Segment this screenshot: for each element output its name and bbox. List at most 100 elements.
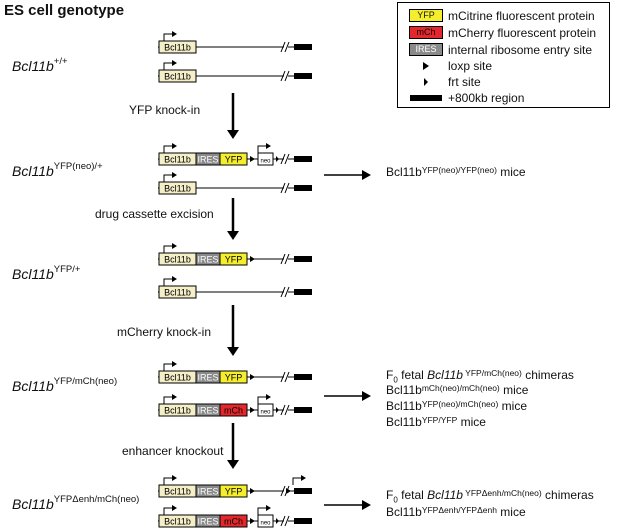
neo-box: neo (257, 403, 274, 417)
genotype-label: Bcl11b+/+ (12, 56, 68, 74)
yfp-box: YFP (219, 370, 248, 384)
legend-item-ires: IRES internal ribosome entry site (398, 41, 608, 59)
svg-text:Bcl11b: Bcl11b (164, 487, 191, 497)
svg-text:mCh: mCh (224, 406, 243, 416)
neo-box: neo (257, 514, 274, 528)
region-block (294, 73, 312, 79)
loxp-site (250, 374, 255, 380)
ires-swatch: IRES (409, 43, 443, 56)
result-arrow-head (362, 170, 371, 180)
promoter-arrow (163, 62, 173, 70)
loxp-icon (423, 62, 429, 70)
bcl11b-box: Bcl11b (158, 514, 197, 528)
promoter-arrow (163, 245, 173, 253)
svg-text:IRES: IRES (197, 406, 218, 416)
mch-box: mCh (219, 403, 248, 417)
svg-text:YFP: YFP (225, 373, 243, 383)
promoter-arrow-head (172, 361, 177, 367)
svg-text:Bcl11b: Bcl11b (164, 255, 191, 265)
region-block (294, 44, 312, 50)
step-arrow-head (227, 231, 239, 240)
neo-promoter-arrow (257, 507, 267, 515)
break-mark (284, 182, 290, 194)
outcome-text: Bcl11bYFP/YFP mice (386, 415, 486, 429)
neo-promoter-arrow (257, 396, 267, 404)
promoter-arrow-head (172, 143, 177, 149)
break-mark (280, 404, 286, 416)
break-mark (280, 153, 286, 165)
region-block (294, 289, 312, 295)
promoter-arrow (163, 396, 173, 404)
svg-text:neo: neo (260, 410, 271, 416)
outcome-text: F0 fetal Bcl11b YFPΔenh/mCh(neo) chimera… (386, 488, 594, 505)
result-arrow-head (362, 391, 371, 401)
svg-text:YFP: YFP (225, 255, 243, 265)
region-block (294, 374, 312, 380)
ires-box: IRES (195, 484, 221, 498)
promoter-arrow-head (172, 276, 177, 282)
bcl11b-box: Bcl11b (158, 152, 197, 166)
neo-promoter-arrow-head (266, 394, 271, 400)
region-block (294, 256, 312, 262)
bcl11b-box: Bcl11b (158, 40, 197, 54)
outcome-text: Bcl11bYFPΔenh/YFPΔenh mice (386, 505, 526, 519)
break-mark (284, 515, 290, 527)
promoter-arrow (163, 33, 173, 41)
svg-text:neo: neo (260, 159, 271, 165)
region-block (294, 185, 312, 191)
promoter-arrow (163, 174, 173, 182)
svg-text:Bcl11b: Bcl11b (164, 155, 191, 165)
break-mark (284, 286, 290, 298)
legend-item-loxp: loxp site (398, 57, 608, 75)
ires-box: IRES (195, 152, 221, 166)
promoter-arrow-head (172, 394, 177, 400)
neo-promoter-arrow-head (266, 143, 271, 149)
svg-text:YFP: YFP (225, 487, 243, 497)
promoter-arrow-head (172, 60, 177, 66)
promoter-arrow-head (172, 172, 177, 178)
step-label: enhancer knockout (122, 444, 224, 458)
step-arrow-head (227, 460, 239, 469)
region-block (294, 518, 312, 524)
svg-text:neo: neo (260, 521, 271, 527)
ires-box: IRES (195, 514, 221, 528)
legend-item-yfp: YFP mCitrine fluorescent protein (398, 7, 608, 25)
svg-text:YFP: YFP (225, 155, 243, 165)
neo-box: neo (257, 152, 274, 166)
break-mark (284, 371, 290, 383)
region-block (294, 156, 312, 162)
legend-item-mch: mCh mCherry fluorescent protein (398, 24, 608, 42)
mch-box: mCh (219, 514, 248, 528)
loxp-site (250, 488, 255, 494)
frt-icon (424, 78, 428, 86)
svg-text:Bcl11b: Bcl11b (164, 517, 191, 527)
step-label: mCherry knock-in (117, 325, 212, 339)
yfp-swatch: YFP (409, 9, 443, 22)
promoter-arrow-head (172, 475, 177, 481)
break-mark (284, 253, 290, 265)
break-mark (284, 70, 290, 82)
frt-site (276, 407, 279, 413)
break-mark (284, 41, 290, 53)
svg-text:mCh: mCh (224, 517, 243, 527)
promoter-arrow (163, 507, 173, 515)
promoter-arrow-head (172, 505, 177, 511)
region-icon (410, 95, 442, 101)
bcl11b-box: Bcl11b (158, 285, 197, 299)
svg-text:IRES: IRES (197, 255, 218, 265)
bcl11b-box: Bcl11b (158, 403, 197, 417)
neo-promoter-arrow (257, 145, 267, 153)
loxp-site (250, 407, 255, 413)
loxp-site (250, 156, 255, 162)
genotype-label: Bcl11bYFPΔenh/mCh(neo) (12, 494, 140, 512)
neo-promoter-arrow (292, 477, 302, 485)
svg-text:Bcl11b: Bcl11b (164, 184, 191, 194)
outcome-text: F0 fetal Bcl11b YFP/mCh(neo) chimeras (386, 368, 574, 385)
svg-text:Bcl11b: Bcl11b (164, 373, 191, 383)
bcl11b-box: Bcl11b (158, 69, 197, 83)
yfp-box: YFP (219, 484, 248, 498)
break-mark (280, 70, 286, 82)
step-arrow-head (227, 130, 239, 139)
promoter-arrow-head (172, 31, 177, 37)
